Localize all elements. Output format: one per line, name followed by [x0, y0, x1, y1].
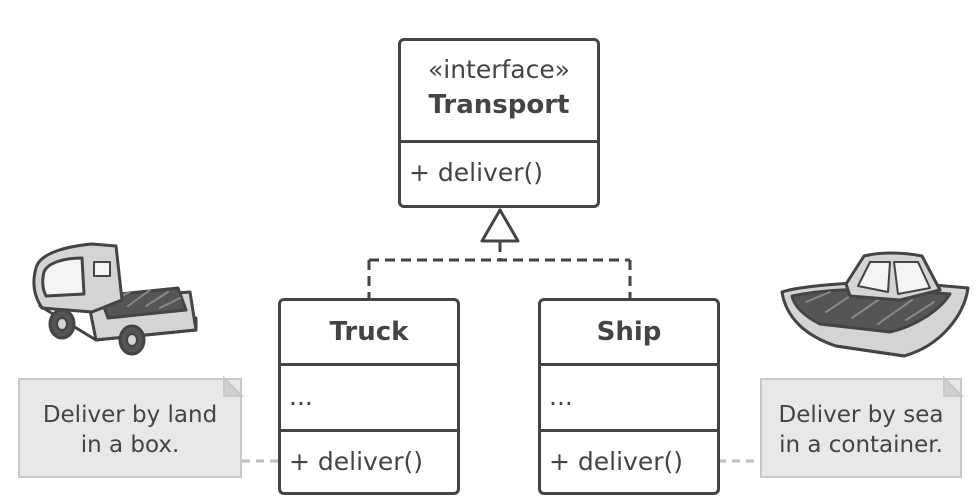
ship-class-name: Ship	[596, 317, 662, 347]
ship-note-line-2: in a container.	[779, 432, 943, 458]
truck-fields-placeholder: ...	[289, 382, 313, 411]
truck-note-fold	[223, 375, 245, 397]
transport-header: «interface» Transport	[401, 41, 597, 143]
realization-arrowhead	[480, 208, 520, 243]
truck-note-line-1: Deliver by land	[42, 402, 218, 428]
truck-fields: ...	[281, 366, 457, 432]
ship-fields: ...	[541, 366, 717, 432]
ship-note-fold	[943, 375, 965, 397]
transport-interface-box: «interface» Transport + deliver()	[398, 38, 600, 208]
truck-class-box: Truck ... + deliver()	[278, 298, 460, 495]
realization-connector	[367, 242, 632, 300]
ship-methods: + deliver()	[541, 432, 717, 492]
ship-class-box: Ship ... + deliver()	[538, 298, 720, 495]
ship-fields-placeholder: ...	[549, 382, 573, 411]
truck-deliver-method: + deliver()	[289, 447, 423, 476]
truck-methods: + deliver()	[281, 432, 457, 492]
truck-icon	[32, 242, 198, 356]
truck-header: Truck	[281, 301, 457, 366]
ship-header: Ship	[541, 301, 717, 366]
transport-methods: + deliver()	[401, 143, 597, 205]
interface-stereotype: «interface»	[427, 55, 571, 84]
truck-note-line-2: in a box.	[80, 432, 180, 458]
truck-note: Deliver by land in a box.	[18, 378, 242, 478]
ship-note-line-1: Deliver by sea	[778, 402, 944, 428]
ship-icon	[780, 251, 970, 358]
transport-deliver-method: + deliver()	[409, 158, 543, 187]
truck-class-name: Truck	[329, 317, 409, 347]
ship-deliver-method: + deliver()	[549, 447, 683, 476]
transport-class-name: Transport	[428, 90, 570, 120]
ship-note: Deliver by sea in a container.	[760, 378, 962, 478]
